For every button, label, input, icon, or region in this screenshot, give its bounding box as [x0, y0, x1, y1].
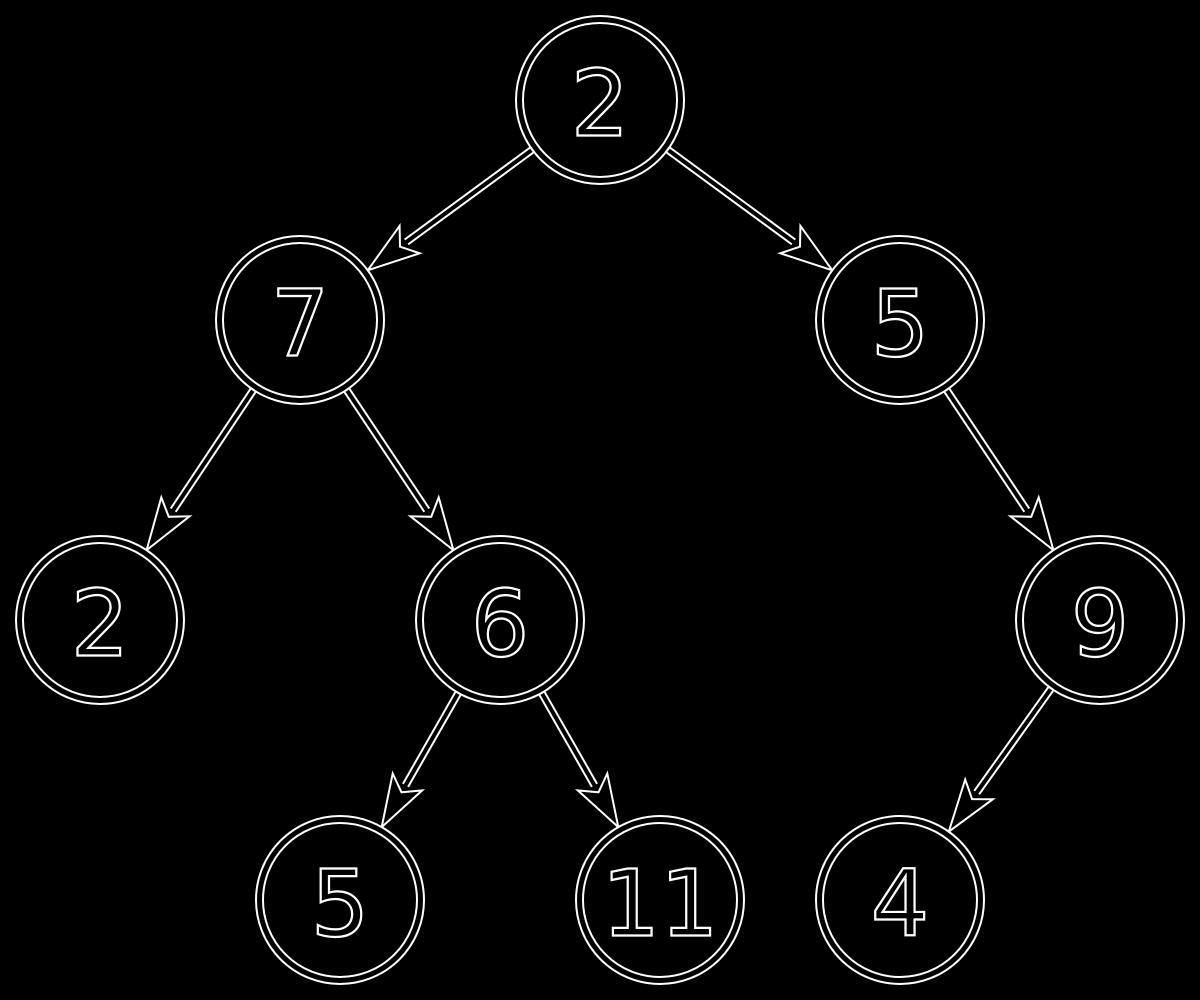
node-inner-ring: [422, 542, 578, 698]
arrowhead-icon: [946, 776, 996, 835]
node-outer-ring: [515, 15, 685, 185]
tree-node-n7: 11: [575, 815, 745, 985]
tree-node-n1: 7: [215, 235, 385, 405]
node-outer-ring: [415, 535, 585, 705]
edge-line-inner: [170, 389, 255, 513]
tree-edge-n0-n2: [665, 146, 835, 273]
tree-edge-n1-n4: [343, 387, 456, 553]
tree-edge-n1-n3: [144, 387, 257, 553]
node-label: 2: [71, 571, 130, 678]
nodes-layer: 2 7 5 2 6 9 5 11 4: [15, 15, 1185, 985]
node-label: 5: [311, 851, 370, 958]
arrowhead-icon: [1007, 494, 1056, 553]
tree-edge-n2-n5: [943, 387, 1056, 553]
node-label: 6: [471, 571, 530, 678]
node-label: 4: [871, 851, 930, 958]
edge-line-inner: [345, 389, 430, 513]
tree-node-n0: 2: [515, 15, 685, 185]
node-inner-ring: [1022, 542, 1178, 698]
tree-node-n8: 4: [815, 815, 985, 985]
tree-edge-n4-n7: [538, 690, 620, 830]
node-outer-ring: [255, 815, 425, 985]
node-outer-ring: [815, 235, 985, 405]
node-inner-ring: [522, 22, 678, 178]
node-outer-ring: [215, 235, 385, 405]
edge-line-inner: [402, 692, 460, 789]
arrowhead-icon: [407, 494, 456, 553]
node-inner-ring: [822, 242, 978, 398]
node-inner-ring: [22, 542, 178, 698]
node-label: 7: [271, 271, 330, 378]
edge-line-inner: [403, 148, 533, 245]
edge-line-inner: [945, 389, 1030, 513]
arrowhead-icon: [144, 494, 193, 553]
node-inner-ring: [822, 822, 978, 978]
tree-node-n6: 5: [255, 815, 425, 985]
node-inner-ring: [222, 242, 378, 398]
tree-edge-n5-n8: [946, 686, 1055, 835]
tree-node-n2: 5: [815, 235, 985, 405]
arrowhead-icon: [380, 770, 426, 830]
node-outer-ring: [1015, 535, 1185, 705]
edge-line-inner: [540, 692, 598, 789]
edge-line-inner: [973, 688, 1053, 796]
edges-layer: [144, 146, 1056, 835]
node-label: 2: [571, 51, 630, 158]
edge-line-inner: [667, 148, 797, 245]
node-label: 11: [601, 851, 718, 958]
node-outer-ring: [815, 815, 985, 985]
tree-node-n3: 2: [15, 535, 185, 705]
node-inner-ring: [582, 822, 738, 978]
node-outer-ring: [15, 535, 185, 705]
node-label: 5: [871, 271, 930, 378]
arrowhead-icon: [777, 222, 835, 273]
node-outer-ring: [575, 815, 745, 985]
arrowhead-icon: [365, 222, 423, 273]
tree-edge-n4-n6: [380, 690, 462, 830]
node-inner-ring: [262, 822, 418, 978]
tree-edge-n0-n1: [365, 146, 535, 273]
node-label: 9: [1071, 571, 1130, 678]
arrowhead-icon: [574, 770, 620, 830]
tree-node-n4: 6: [415, 535, 585, 705]
tree-node-n5: 9: [1015, 535, 1185, 705]
